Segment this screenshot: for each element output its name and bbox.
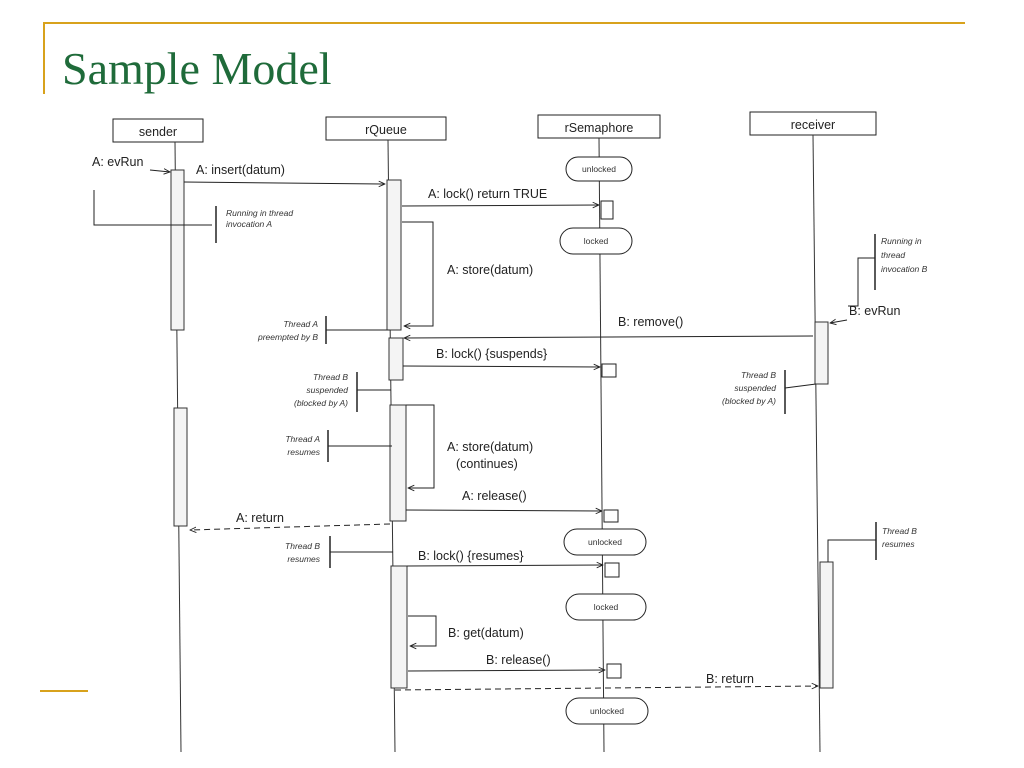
state-unlocked: unlocked [565,697,649,725]
activation-bar [814,321,829,385]
state-label: unlocked [590,706,624,716]
message-a-return: A: return [190,511,391,530]
message-a-store-continues: A: store(datum) (continues) [406,404,533,488]
semaphore-activation [606,663,622,679]
state-label: locked [584,236,609,246]
state-label: locked [594,602,619,612]
note-thread-b-resumes-right: Thread B resumes [827,522,917,562]
state-unlocked: unlocked [565,156,633,182]
message-label: A: store(datum) [447,440,533,454]
note-line: resumes [287,447,320,457]
lifeline-head-sender: sender [112,118,204,143]
activation-bar [170,169,185,331]
state-locked: locked [565,593,647,621]
note-line: Running in thread [226,208,293,218]
message-a-store-self: A: store(datum) [402,221,533,326]
lifeline-label-rqueue: rQueue [365,123,407,137]
note-line: (blocked by A) [294,398,348,408]
footer-accent-rule [40,690,88,692]
message-label: B: return [706,672,754,686]
note-line: resumes [882,539,915,549]
message-b-lock-suspends: B: lock() {suspends} [402,347,600,367]
lifeline-label-rsemaphore: rSemaphore [565,121,634,135]
message-label: B: remove() [618,315,683,329]
message-label: A: release() [462,489,527,503]
message-b-lock-resumes: B: lock() {resumes} [406,549,603,566]
top-accent-rule [43,22,965,24]
note-thread-a-preempted: Thread A preempted by B [257,316,390,344]
note-running-thread-b: Running in thread invocation B [848,234,928,307]
note-line: Thread B [313,372,348,382]
message-label: A: return [236,511,284,525]
message-label: B: release() [486,653,551,667]
lifeline-head-receiver: receiver [749,111,877,136]
note-line: Running in [881,236,922,246]
lifeline-head-rqueue: rQueue [325,116,447,141]
activation-bar [389,404,407,522]
note-line: suspended [734,383,776,393]
semaphore-activation [601,363,617,378]
activation-bar [173,407,188,527]
note-line: Thread B [285,541,320,551]
note-line: (blocked by A) [722,396,776,406]
message-b-get-self: B: get(datum) [408,615,524,646]
note-line: suspended [306,385,348,395]
note-line: Thread A [283,319,318,329]
message-label: A: store(datum) [447,263,533,277]
activation-bar [388,337,404,381]
message-label: A: insert(datum) [196,163,285,177]
message-b-return: B: return [394,672,818,691]
state-unlocked: unlocked [563,528,647,556]
message-label: B: lock() {suspends} [436,347,547,361]
activation-bar [819,561,834,689]
note-thread-b-suspended-left: Thread B suspended (blocked by A) [294,372,391,412]
note-line: preempted by B [257,332,318,342]
lifeline-head-rsemaphore: rSemaphore [537,114,661,139]
activation-bar [390,565,408,689]
note-thread-a-resumes: Thread A resumes [285,430,392,462]
state-label: unlocked [588,537,622,547]
message-a-evrun: A: evRun [92,155,212,226]
message-label: B: lock() {resumes} [418,549,524,563]
note-running-thread-a: Running in thread invocation A [215,206,293,243]
message-label: A: evRun [92,155,143,169]
message-b-evrun: B: evRun [830,304,900,323]
note-thread-b-resumes-left: Thread B resumes [285,536,393,568]
note-line: thread [881,250,905,260]
left-accent-rule [43,22,45,94]
activation-bar [386,179,402,331]
state-locked: locked [559,227,633,255]
message-b-release: B: release() [407,653,605,671]
note-thread-b-suspended-right: Thread B suspended (blocked by A) [722,370,817,414]
message-label: B: evRun [849,304,900,318]
note-line: invocation A [226,219,272,229]
message-a-release: A: release() [405,489,602,511]
lifeline-label-sender: sender [139,125,177,139]
note-line: Thread B [882,526,917,536]
lifeline-receiver [812,134,821,753]
message-label: (continues) [456,457,518,471]
message-label: B: get(datum) [448,626,524,640]
note-line: resumes [287,554,320,564]
note-line: Thread B [741,370,776,380]
slide-title: Sample Model [62,43,332,94]
lifeline-label-receiver: receiver [791,118,835,132]
message-a-insert: A: insert(datum) [183,163,385,184]
semaphore-activation [604,562,620,578]
note-line: invocation B [881,264,928,274]
message-label: A: lock() return TRUE [428,187,547,201]
semaphore-activation [603,509,619,523]
note-line: Thread A [285,434,320,444]
state-label: unlocked [582,164,616,174]
semaphore-activation [600,200,614,220]
message-a-lock: A: lock() return TRUE [401,187,599,206]
message-b-remove: B: remove() [404,315,814,338]
